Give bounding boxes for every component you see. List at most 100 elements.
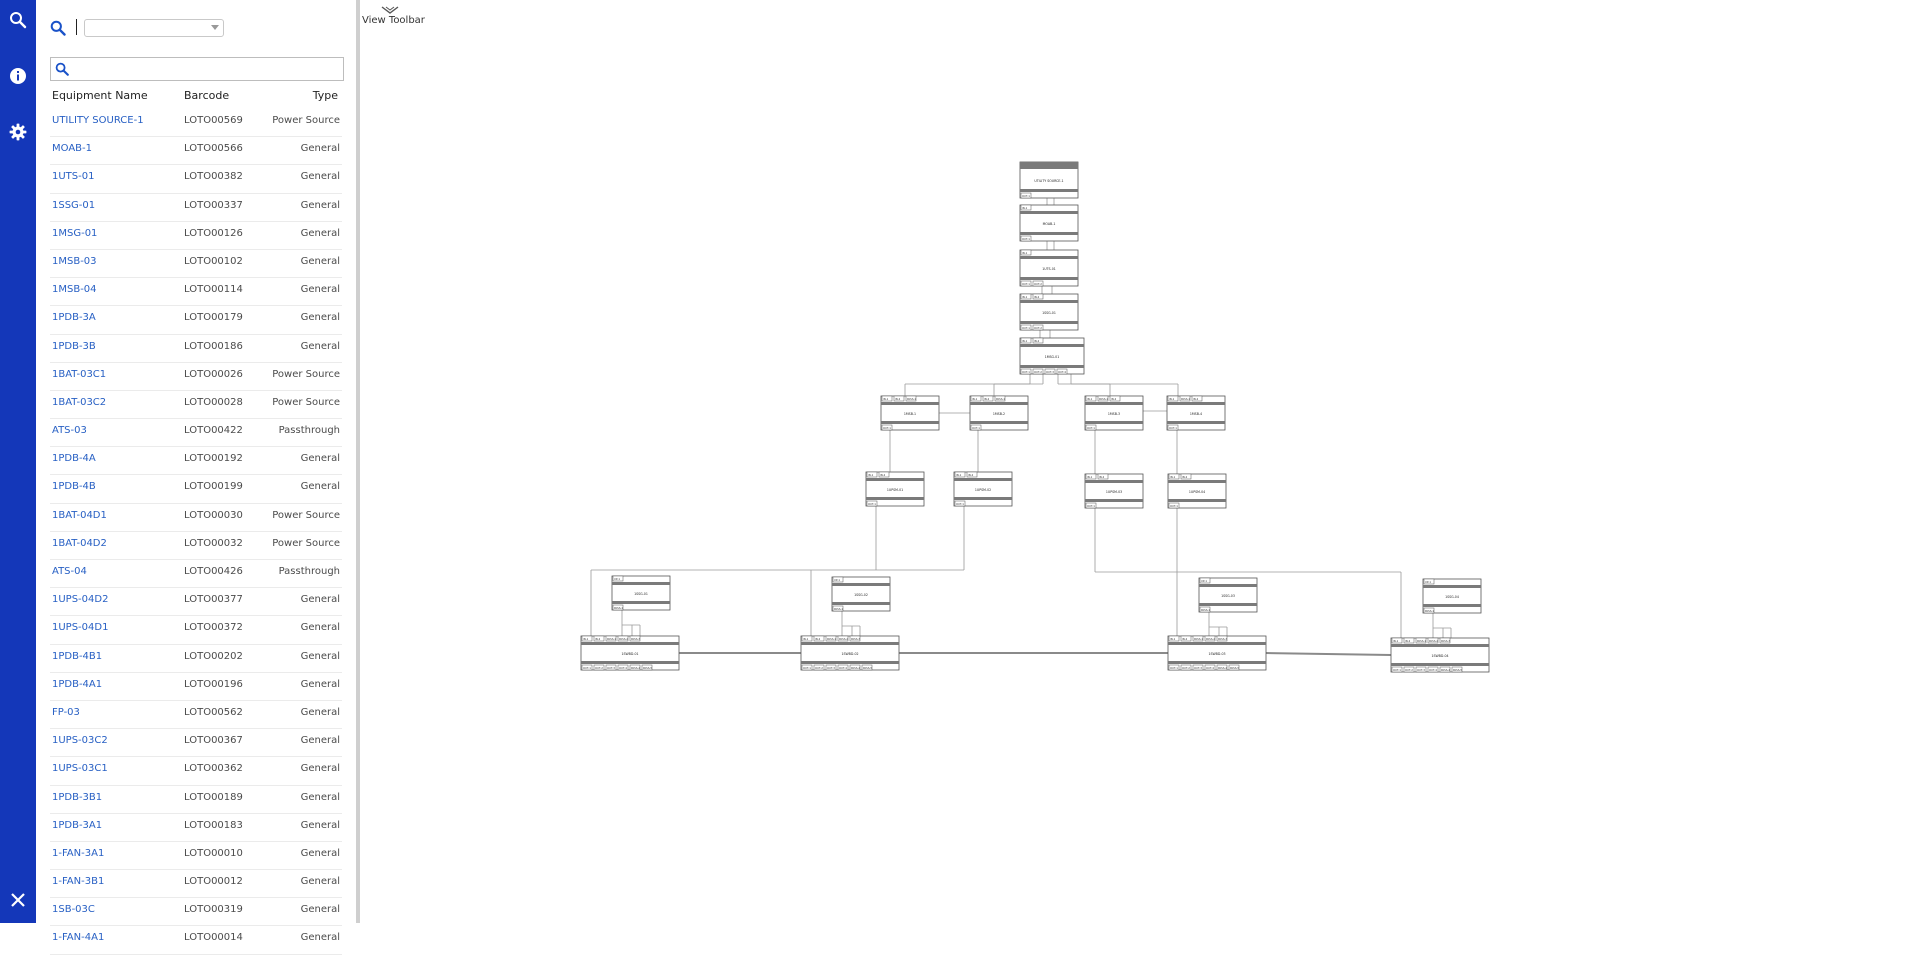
port-out[interactable]: [970, 424, 982, 431]
port-out[interactable]: [837, 664, 849, 671]
port-in[interactable]: [970, 395, 982, 402]
port-in[interactable]: [1423, 578, 1435, 585]
equipment-name-link[interactable]: 1PDB-3B1: [52, 791, 103, 803]
port-in[interactable]: [1097, 395, 1109, 402]
equipment-name-link[interactable]: 1PDB-4A1: [52, 678, 103, 690]
panel-resize-handle[interactable]: [356, 0, 360, 923]
equipment-name-link[interactable]: 1UPS-03C1: [52, 763, 108, 775]
port-out[interactable]: [1204, 664, 1216, 671]
port-in[interactable]: [1192, 635, 1204, 642]
port-in[interactable]: [1085, 473, 1097, 480]
port-in[interactable]: [1427, 637, 1439, 644]
port-in[interactable]: [866, 471, 878, 478]
port-in[interactable]: [1167, 395, 1179, 402]
equipment-name-link[interactable]: 1UPS-03C2: [52, 735, 108, 747]
equipment-filter-input[interactable]: [77, 60, 341, 78]
equipment-name-link[interactable]: 1-FAN-3A1: [52, 847, 105, 859]
equipment-name-link[interactable]: 1BAT-04D1: [52, 509, 107, 521]
view-toolbar-toggle[interactable]: View Toolbar: [362, 0, 425, 28]
col-type[interactable]: Type: [312, 89, 338, 102]
equipment-name-link[interactable]: 1MSB-03: [52, 255, 97, 267]
port-out[interactable]: [605, 664, 617, 671]
port-in[interactable]: [1391, 637, 1403, 644]
port-out[interactable]: [1427, 666, 1439, 673]
port-in[interactable]: [581, 635, 593, 642]
port-out[interactable]: [1216, 664, 1228, 671]
port-out[interactable]: [1168, 664, 1180, 671]
col-barcode[interactable]: Barcode: [184, 89, 230, 102]
port-in[interactable]: [1168, 473, 1180, 480]
port-in[interactable]: [629, 635, 641, 642]
port-out[interactable]: [1020, 368, 1032, 375]
equipment-name-link[interactable]: 1SB-03C: [52, 904, 95, 916]
info-rail-button[interactable]: [0, 60, 36, 96]
site-select[interactable]: [84, 19, 224, 37]
search-rail-button[interactable]: [0, 4, 36, 40]
port-in[interactable]: [849, 635, 861, 642]
equipment-name-link[interactable]: 1-FAN-4A1: [52, 932, 105, 944]
equipment-name-link[interactable]: 1PDB-4B1: [52, 650, 103, 662]
port-out[interactable]: [1439, 666, 1451, 673]
port-in[interactable]: [1191, 395, 1203, 402]
port-out[interactable]: [1391, 666, 1403, 673]
search-icon[interactable]: [50, 20, 66, 40]
port-in[interactable]: [1439, 637, 1451, 644]
port-in[interactable]: [837, 635, 849, 642]
port-in[interactable]: [605, 635, 617, 642]
port-in[interactable]: [994, 395, 1006, 402]
port-in[interactable]: [966, 471, 978, 478]
port-out[interactable]: [1020, 235, 1032, 242]
port-out[interactable]: [1056, 368, 1068, 375]
port-out[interactable]: [1032, 280, 1044, 287]
port-in[interactable]: [612, 575, 624, 582]
port-out[interactable]: [1423, 607, 1435, 614]
port-in[interactable]: [1085, 395, 1097, 402]
port-out[interactable]: [954, 500, 966, 507]
equipment-name-link[interactable]: 1MSG-01: [52, 227, 98, 239]
port-out[interactable]: [1199, 606, 1211, 613]
port-in[interactable]: [1109, 395, 1121, 402]
equipment-name-link[interactable]: UTILITY SOURCE-1: [52, 115, 144, 126]
port-out[interactable]: [813, 664, 825, 671]
port-in[interactable]: [1179, 395, 1191, 402]
equipment-name-link[interactable]: 1BAT-04D2: [52, 537, 107, 549]
port-in[interactable]: [1020, 249, 1032, 256]
port-out[interactable]: [825, 664, 837, 671]
port-in[interactable]: [954, 471, 966, 478]
equipment-name-link[interactable]: ATS-03: [52, 425, 87, 437]
port-out[interactable]: [849, 664, 861, 671]
port-in[interactable]: [1020, 204, 1032, 211]
port-in[interactable]: [1020, 337, 1032, 344]
port-out[interactable]: [1020, 192, 1032, 199]
equipment-name-link[interactable]: 1UPS-04D1: [52, 622, 109, 634]
equipment-name-link[interactable]: FP-03: [52, 706, 80, 718]
